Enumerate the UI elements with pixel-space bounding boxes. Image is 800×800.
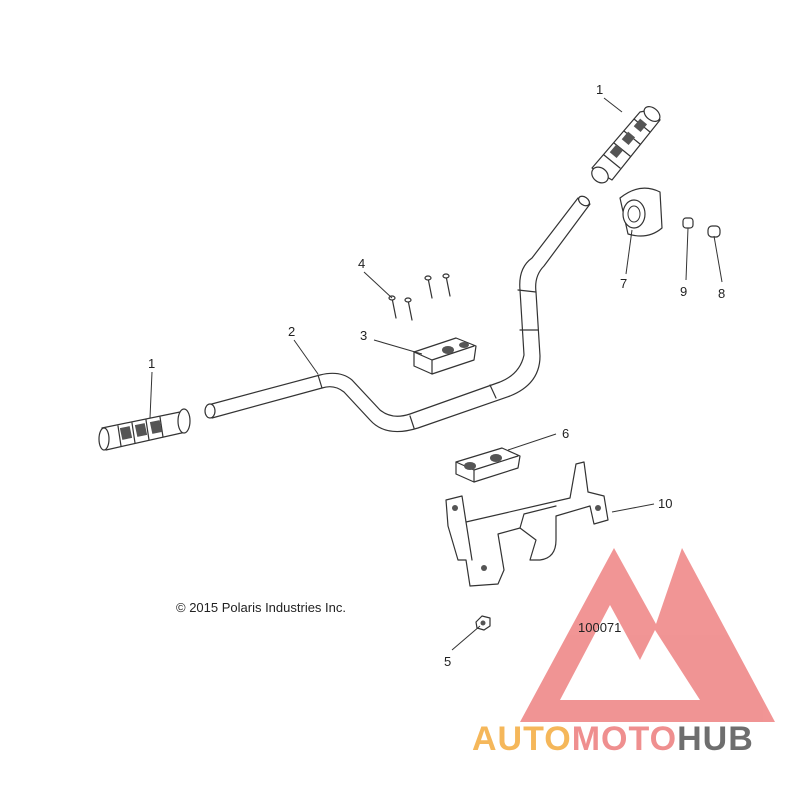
callout-upper-clamp: 3 xyxy=(360,328,367,343)
callout-screws: 4 xyxy=(358,256,365,271)
watermark-hub: HUB xyxy=(677,720,754,758)
callout-grip-left: 1 xyxy=(148,356,155,371)
handlebar xyxy=(204,195,591,433)
end-plug-insert xyxy=(682,217,694,229)
callout-throttle-housing: 7 xyxy=(620,276,627,291)
end-plug xyxy=(707,225,721,238)
upper-clamp xyxy=(413,337,477,375)
figure-number: 100071 xyxy=(578,620,621,635)
callout-handlebar: 2 xyxy=(288,324,295,339)
callout-end-plug-insert: 9 xyxy=(680,284,687,299)
watermark-moto: MOTO xyxy=(572,720,677,758)
leader-lines xyxy=(149,97,723,651)
watermark-text: AUTOMOTOHUB xyxy=(472,720,754,758)
grip-right xyxy=(591,106,661,184)
callout-nut: 5 xyxy=(444,654,451,669)
watermark-triangle xyxy=(520,548,775,722)
callouts: 1 1 2 3 4 5 6 7 9 8 10 xyxy=(148,82,725,669)
bracket xyxy=(445,461,609,587)
watermark-auto: AUTO xyxy=(472,720,572,758)
callout-end-plug: 8 xyxy=(718,286,725,301)
throttle-housing xyxy=(619,187,663,237)
copyright-text: © 2015 Polaris Industries Inc. xyxy=(176,600,346,615)
callout-lower-clamp: 6 xyxy=(562,426,569,441)
lower-clamp xyxy=(455,447,521,483)
callout-bracket: 10 xyxy=(658,496,672,511)
callout-grip-right: 1 xyxy=(596,82,603,97)
screws xyxy=(388,273,451,321)
grip-left xyxy=(98,408,191,451)
watermark-logo xyxy=(520,548,775,722)
